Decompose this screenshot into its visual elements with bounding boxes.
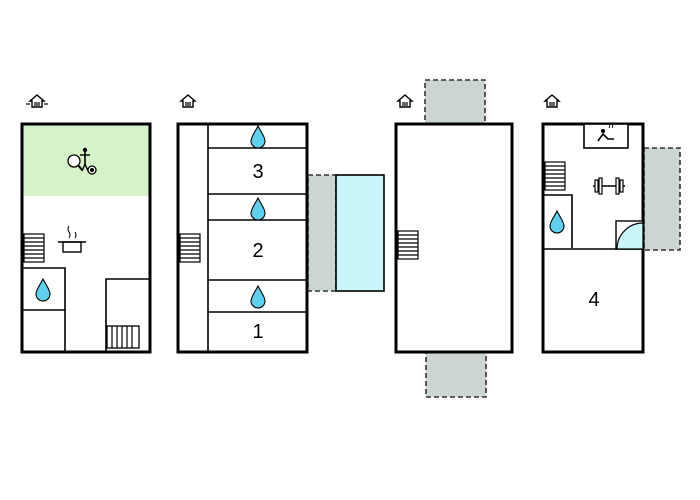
floor-1-outline <box>20 122 152 354</box>
shower-icon <box>615 220 644 250</box>
stairs-icon <box>23 233 45 263</box>
water-drop-icon <box>250 285 266 309</box>
house-icon <box>180 94 196 108</box>
bathroom-walls <box>22 267 66 352</box>
floor-3-outline <box>394 122 514 354</box>
stairs-icon <box>544 161 566 191</box>
dumbbell-icon <box>593 177 625 195</box>
water-drop-icon <box>250 197 266 221</box>
pool <box>335 174 385 292</box>
room-2-label: 2 <box>252 240 263 262</box>
floor-2-outline <box>176 122 309 354</box>
sauna-icon <box>597 123 614 142</box>
bathroom-walls <box>543 194 573 248</box>
house-icon <box>544 94 560 108</box>
terrace-top <box>424 79 486 125</box>
house-icon <box>26 94 48 108</box>
room-4-label: 4 <box>588 289 599 311</box>
cooking-pot-icon <box>58 225 86 253</box>
terrace <box>307 174 337 292</box>
garden-area <box>22 124 150 196</box>
floor-3 <box>394 79 514 398</box>
table-tennis-icon <box>67 147 97 175</box>
floor-4: 4 <box>541 94 681 354</box>
kitchen-counter <box>105 278 150 352</box>
terrace-bottom <box>425 351 487 398</box>
room-3-label: 3 <box>252 161 263 183</box>
floor-2: 3 2 1 <box>176 94 385 354</box>
water-drop-icon <box>35 278 51 302</box>
room-1-label: 1 <box>252 321 263 343</box>
radiator-icon <box>106 325 140 349</box>
water-drop-icon <box>549 210 565 234</box>
water-drop-icon <box>250 125 266 149</box>
floor-1 <box>20 94 152 354</box>
stairs-icon <box>397 230 419 260</box>
radiator-fins <box>111 326 133 348</box>
house-icon <box>397 94 413 108</box>
stairs-icon <box>179 233 201 263</box>
terrace <box>643 147 681 251</box>
